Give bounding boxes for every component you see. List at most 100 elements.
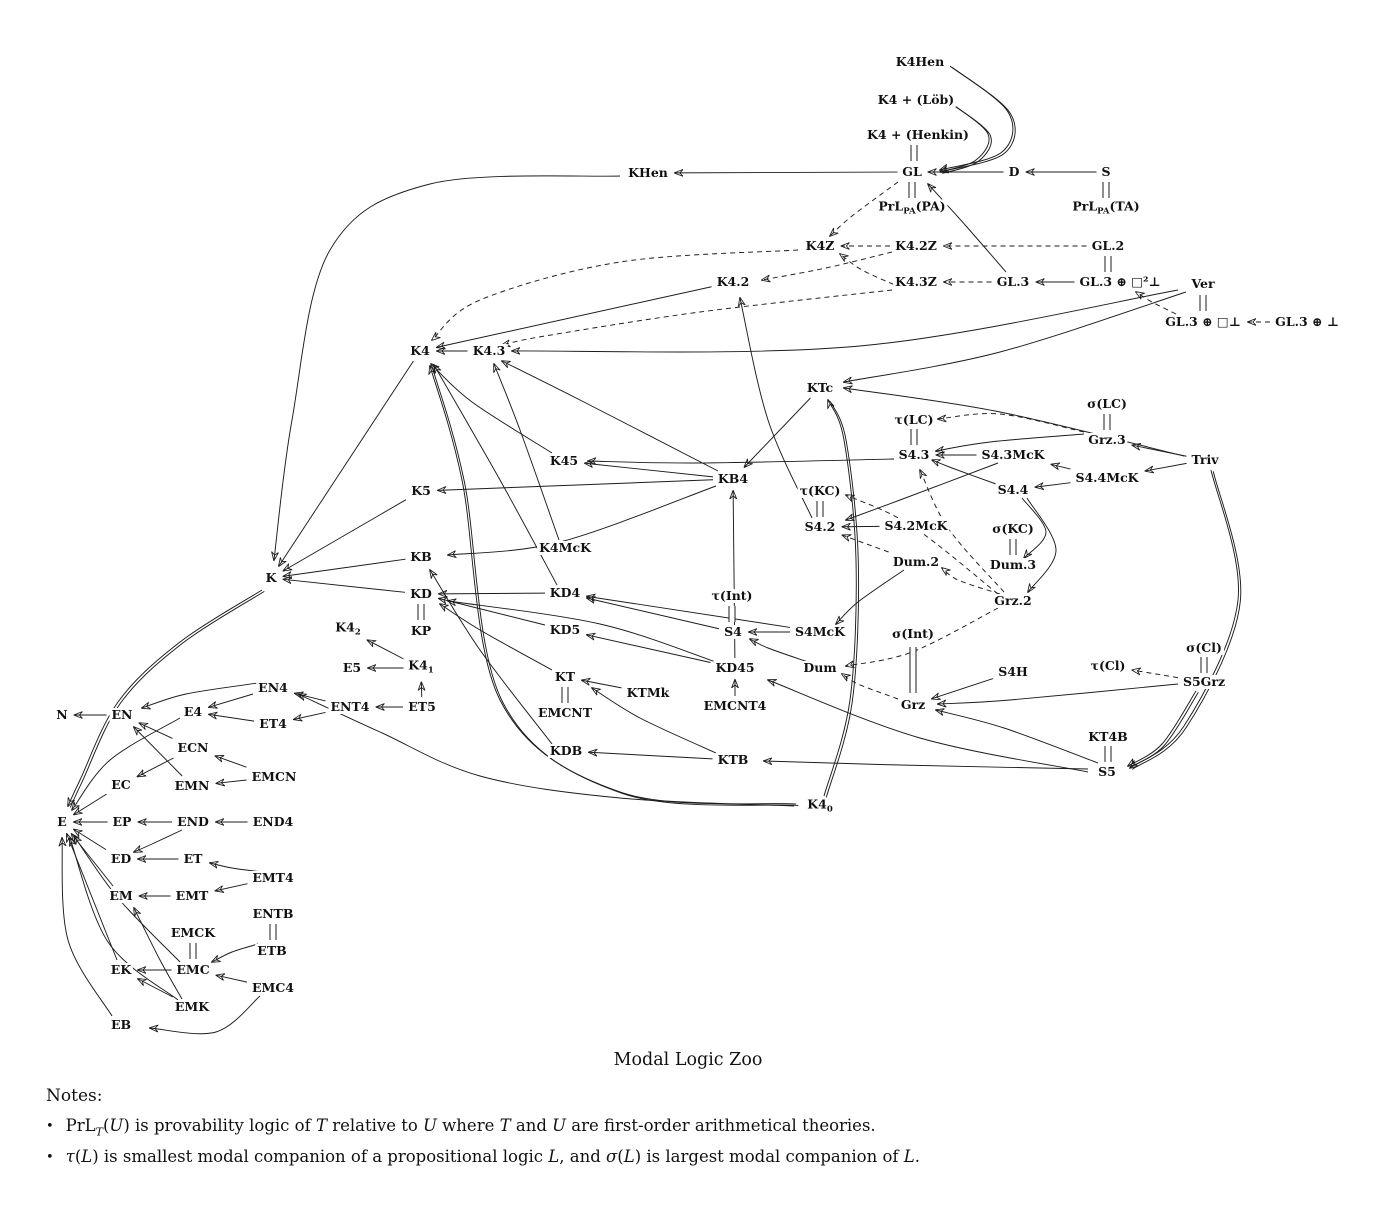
edge-K45-K4	[431, 364, 553, 454]
node-S43: S4.3	[896, 447, 932, 462]
edge-S5-KD45	[768, 680, 1089, 773]
edge-EN4-E4	[209, 693, 254, 707]
node-KD5: KD5	[547, 622, 583, 637]
edge-EMN-EN	[134, 727, 183, 777]
node-K43Z: K4.3Z	[893, 274, 939, 289]
node-KD45: KD45	[713, 660, 757, 675]
node-sCl: σ(Cl)	[1184, 640, 1224, 655]
node-ETB: ETB	[255, 943, 289, 958]
node-Dum: Dum	[801, 660, 839, 675]
edge-Grz-Dum	[842, 674, 899, 700]
edge-EN4-EN	[142, 682, 259, 708]
node-EMN: EMN	[172, 778, 212, 793]
node-EMCN: EMCN	[249, 769, 299, 784]
node-K: K	[263, 570, 279, 585]
edge-K5-K	[284, 499, 407, 571]
edge-K4Hen-GL-parallel	[942, 67, 1016, 172]
edge-K4-K	[279, 360, 414, 566]
node-ENT4: ENT4	[328, 699, 372, 714]
node-ET: ET	[181, 851, 205, 866]
node-EB: EB	[108, 1017, 134, 1032]
node-GL3b1: GL.3 ⊕ □⊥	[1163, 314, 1243, 329]
node-KP: KP	[408, 623, 434, 638]
edge-KTMk-KT	[582, 680, 622, 689]
node-Grz: Grz	[898, 697, 928, 712]
edge-Triv-S5	[1130, 469, 1239, 768]
edge-KD4-K4	[434, 365, 558, 586]
node-ENTB: ENTB	[250, 906, 296, 921]
node-K4_0: K40	[805, 796, 835, 817]
edge-ET4-E4	[209, 714, 255, 722]
edge-KTB-KDB	[589, 752, 713, 760]
node-S4: S4	[722, 624, 744, 639]
node-GL3: GL.3	[994, 274, 1032, 289]
node-tInt: τ(Int)	[709, 588, 755, 603]
edge-Grz2-Dum2	[942, 568, 1001, 595]
node-Grz3: Grz.3	[1086, 432, 1128, 447]
node-Ver: Ver	[1189, 276, 1217, 291]
edge-Grz3-S43	[936, 433, 1085, 451]
node-PrLPAPA: PrLPA(PA)	[876, 198, 948, 219]
note-bullet-1: •PrLT(U) is provability logic of T relat…	[46, 1116, 920, 1138]
edge-GL-K4Z	[830, 181, 899, 236]
edge-K4_0-EN4	[298, 694, 795, 807]
node-tKC: τ(KC)	[797, 483, 843, 498]
edge-KD45-KD5	[587, 635, 711, 663]
equivalence-bar	[269, 924, 277, 940]
node-S5Grz: S5Grz	[1180, 674, 1228, 689]
edge-K4Hen-GL	[940, 65, 1014, 170]
notes-section: Notes: •PrLT(U) is provability logic of …	[46, 1086, 920, 1178]
edge-ENT4-ET4	[294, 711, 326, 719]
node-K43: K4.3	[470, 343, 508, 358]
node-S42: S4.2	[802, 519, 838, 534]
edge-Grz2-Dum	[846, 607, 999, 666]
edge-E4-E	[72, 717, 181, 810]
node-S42McK: S4.2McK	[882, 518, 950, 533]
edge-ETB-EMC	[212, 943, 259, 962]
node-EMT4: EMT4	[250, 870, 296, 885]
edge-KB4-K43	[502, 361, 719, 472]
node-K42Z: K4.2Z	[893, 238, 939, 253]
equivalence-bar	[189, 943, 197, 959]
edge-S44-Grz2	[1026, 497, 1057, 592]
equivalence-bar	[910, 145, 918, 161]
edge-Ver-KTc	[844, 291, 1187, 382]
edge-Dum-S4	[750, 639, 809, 663]
edge-Dum2-S42	[843, 535, 889, 553]
bullet-dot: •	[46, 1150, 54, 1166]
bullet-text: τ(L) is smallest modal companion of a pr…	[65, 1147, 920, 1167]
edge-S43-K45	[588, 459, 895, 463]
node-K5: K5	[409, 483, 433, 498]
edge-Triv-Grz3	[1133, 445, 1187, 457]
edge-S5Grz-Grz	[938, 683, 1179, 704]
equivalence-bar	[1199, 295, 1207, 311]
equivalence-bar	[1200, 657, 1208, 673]
node-GL: GL	[900, 164, 924, 179]
node-D: D	[1006, 164, 1022, 179]
node-E4: E4	[181, 704, 205, 719]
edge-K4_0-KTc	[823, 400, 857, 797]
node-K4_1: K41	[406, 657, 436, 678]
node-EMT: EMT	[173, 888, 211, 903]
node-EN4: EN4	[256, 680, 290, 695]
edge-K43Z-K4Z	[840, 254, 903, 289]
edge-S44-S43	[932, 460, 997, 485]
node-GL3b2: GL.3 ⊕ □²⊥	[1077, 274, 1163, 289]
edge-Dum2-S4McK	[836, 569, 905, 624]
equivalence-bar	[561, 687, 569, 703]
equivalence-bar	[728, 606, 736, 622]
edge-S44-Dum3	[1021, 497, 1047, 558]
node-K4Henkin: K4 + (Henkin)	[865, 127, 971, 142]
edge-K-E-parallel	[69, 590, 265, 808]
edge-Triv-S5-parallel	[1132, 471, 1242, 770]
node-ECN: ECN	[175, 740, 211, 755]
edge-K4_0-K4	[430, 366, 797, 805]
edge-EMCN-EMN	[217, 780, 247, 783]
edge-KTB-KT	[592, 688, 717, 754]
node-END: END	[175, 814, 211, 829]
edge-K4Z-K4	[432, 249, 799, 340]
node-KDB: KDB	[547, 743, 585, 758]
equivalence-bar	[816, 501, 824, 517]
node-GL3b0: GL.3 ⊕ ⊥	[1273, 314, 1341, 329]
